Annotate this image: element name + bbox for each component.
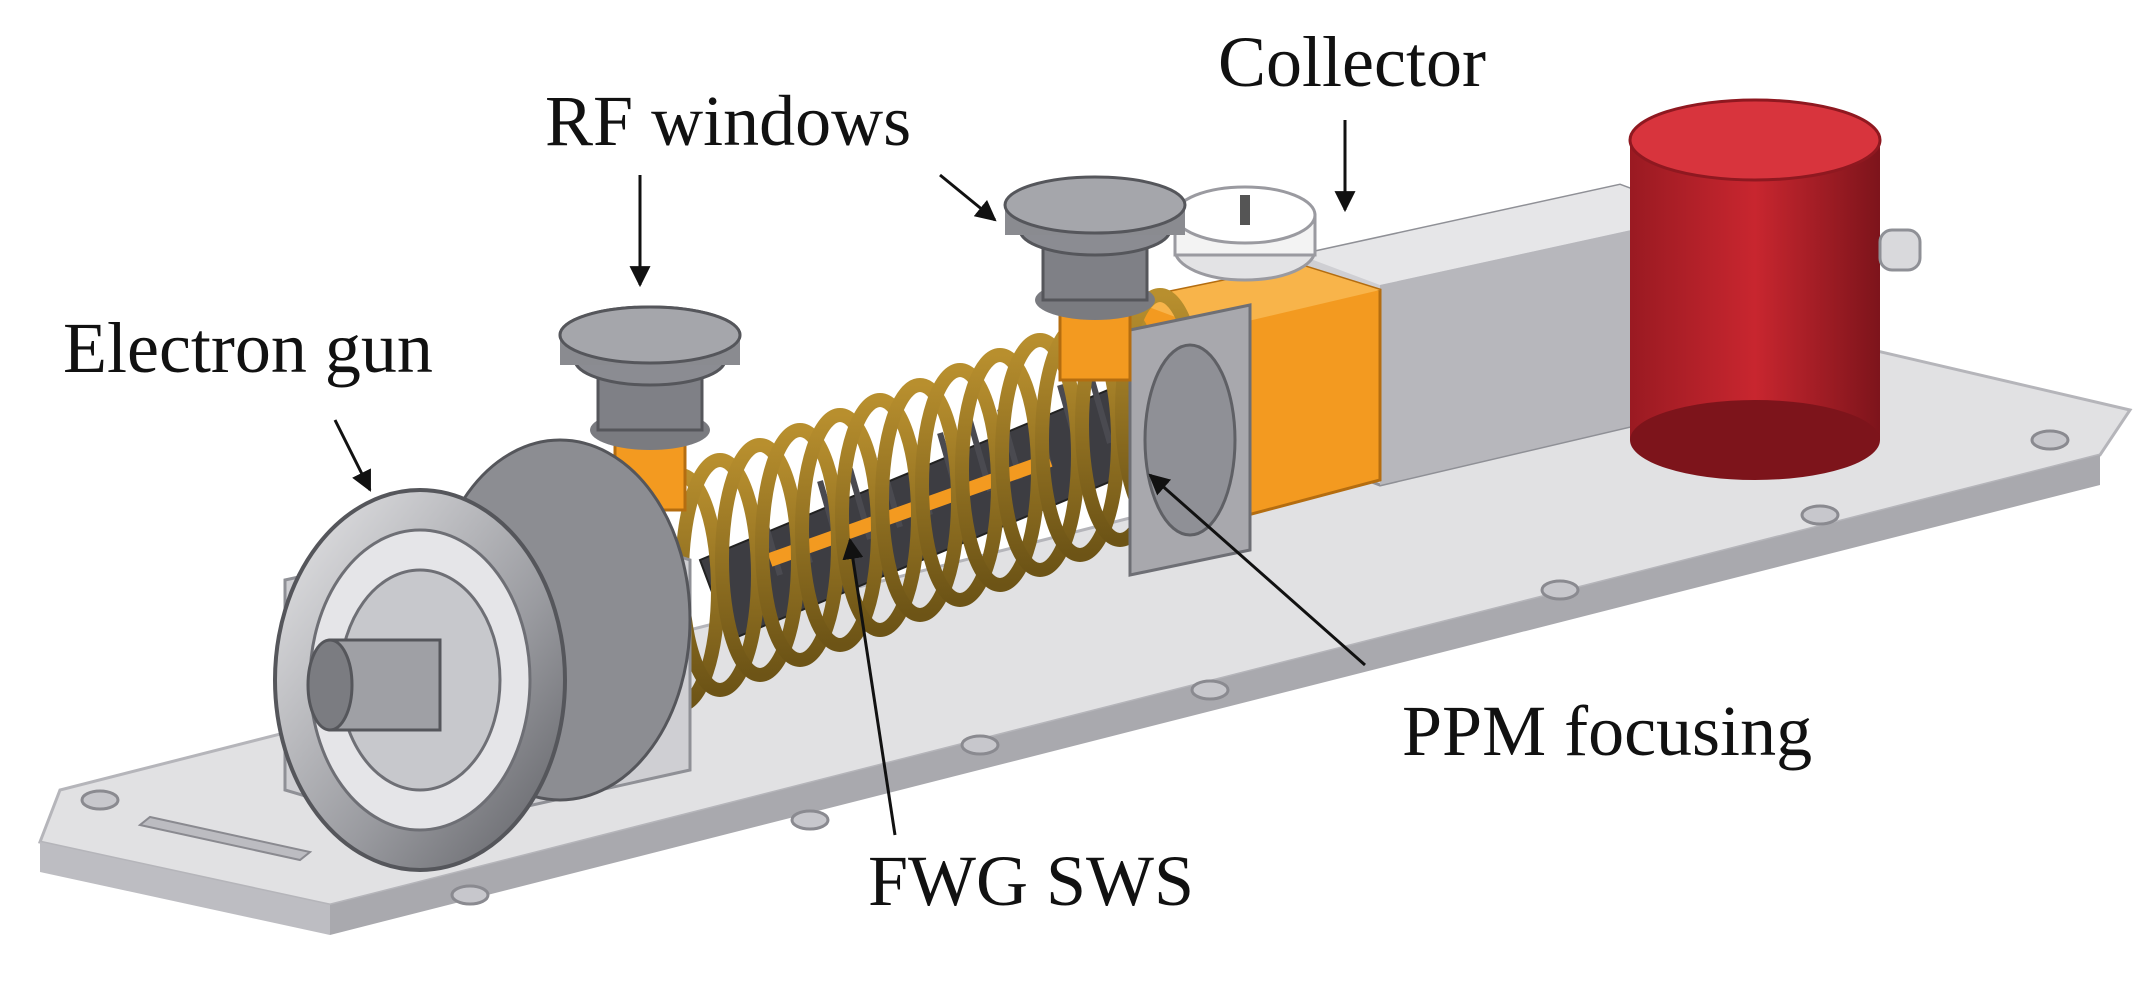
- rf-window-left: [558, 305, 742, 512]
- ppm-stack: [635, 288, 1252, 712]
- arrow-rf-window-right: [939, 173, 997, 222]
- label-fwg-sws: FWG SWS: [868, 841, 1194, 921]
- leader-fwg-sws: [842, 537, 897, 836]
- arrow-electron-gun: [333, 419, 372, 492]
- label-ppm-focusing: PPM focusing: [1402, 691, 1812, 771]
- leader-ppm-focusing: [1148, 473, 1366, 667]
- label-collector: Collector: [1218, 22, 1486, 102]
- mounting-holes: [80, 429, 2070, 906]
- rf-window-right: [1003, 175, 1187, 382]
- red-cylinder: [1630, 140, 1880, 440]
- label-electron-gun: Electron gun: [63, 308, 433, 388]
- electron-gun: [273, 438, 692, 872]
- annotation-arrows: [333, 120, 1366, 836]
- ppm-rings: [635, 288, 1205, 712]
- label-rf-windows: RF windows: [545, 81, 911, 161]
